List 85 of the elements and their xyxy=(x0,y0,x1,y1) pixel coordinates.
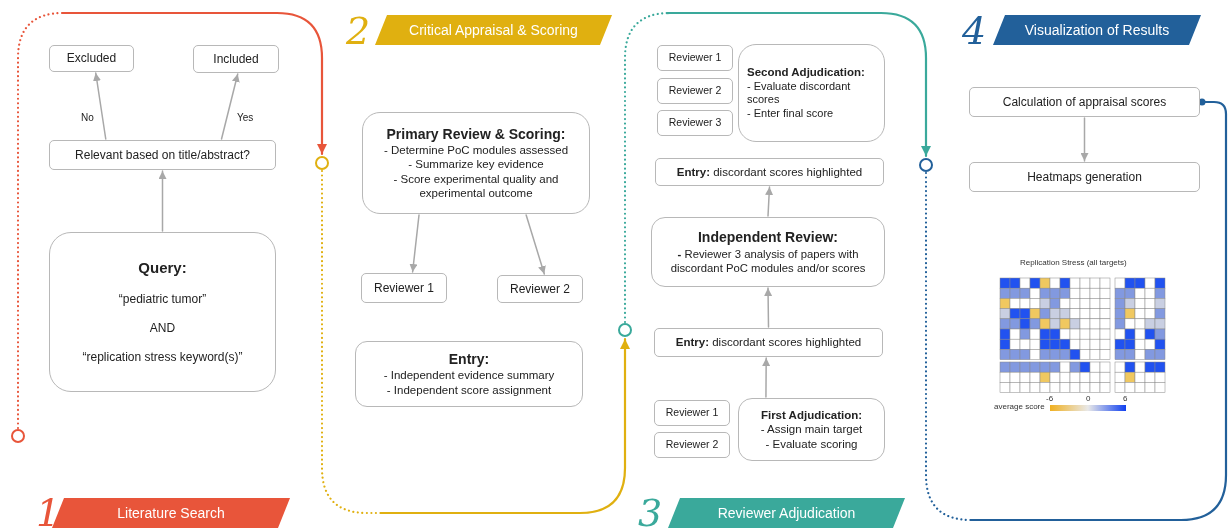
ring-marker xyxy=(919,158,933,172)
box-text: “replication stress keyword(s)” xyxy=(82,349,243,365)
arrow xyxy=(409,214,420,273)
box-text: “pediatric tumor” xyxy=(118,291,207,307)
box-label: Reviewer 2 xyxy=(668,84,722,98)
arrow xyxy=(93,72,107,140)
process-box xyxy=(193,45,279,73)
process-box xyxy=(655,158,884,186)
process-box xyxy=(651,217,885,287)
edge-label: Yes xyxy=(236,112,255,123)
ring-marker xyxy=(618,323,632,337)
box-label: Reviewer 1 xyxy=(374,280,434,296)
flow-connector xyxy=(924,98,1228,522)
box-label: Reviewer 2 xyxy=(510,281,570,297)
box-label: Relevant based on title/abstract? xyxy=(75,147,250,163)
arrow xyxy=(220,73,240,140)
ring-marker xyxy=(11,429,25,443)
tick-label: 6 xyxy=(1123,394,1128,403)
flow-connector xyxy=(320,169,630,515)
box-label: Included xyxy=(213,51,259,67)
arrow xyxy=(1080,117,1089,162)
box-text: - Assign main target xyxy=(760,422,863,437)
banner-title: Literature Search xyxy=(117,505,225,521)
banner-title: Reviewer Adjudication xyxy=(717,505,856,521)
box-text: - Independent score assignment xyxy=(386,382,552,398)
box-label: Entry: discordant scores highlighted xyxy=(676,164,863,180)
process-box xyxy=(355,341,583,407)
process-box xyxy=(49,140,276,170)
process-box xyxy=(362,112,590,214)
banner-title: Critical Appraisal & Scoring xyxy=(409,22,578,38)
box-text: - Summarize key evidence xyxy=(408,157,544,172)
box-text: - Evaluate scoring xyxy=(765,436,858,452)
banner-title: Visualization of Results xyxy=(1024,22,1170,38)
colorbar-label: average score xyxy=(994,402,1045,411)
box-heading: First Adjudication: xyxy=(760,407,863,423)
ring-marker xyxy=(315,156,329,170)
arrow xyxy=(158,170,167,232)
chart-title: Replication Stress (all targets) xyxy=(1020,258,1127,267)
flow-connector xyxy=(16,11,327,430)
tick-label: -6 xyxy=(1046,394,1054,403)
process-box xyxy=(361,273,447,303)
arrow xyxy=(764,287,773,328)
process-box xyxy=(654,400,730,426)
tick-label: 0 xyxy=(1086,394,1091,403)
box-label: Reviewer 1 xyxy=(665,406,719,420)
arrow xyxy=(765,186,774,217)
box-label: Excluded xyxy=(66,51,117,66)
process-box xyxy=(657,110,733,136)
box-label: Heatmaps generation xyxy=(1027,169,1142,185)
arrow xyxy=(762,357,771,398)
box-text: - Independent evidence summary xyxy=(383,368,555,383)
process-box xyxy=(654,328,883,357)
process-box xyxy=(654,432,730,458)
box-label: Reviewer 1 xyxy=(668,51,722,65)
process-box xyxy=(738,398,885,461)
step-number: 4 xyxy=(962,12,987,50)
process-box xyxy=(657,78,733,104)
process-box xyxy=(49,45,134,72)
process-box xyxy=(49,232,276,392)
process-box xyxy=(969,162,1200,192)
box-label: Reviewer 3 xyxy=(668,116,722,130)
box-heading: Primary Review & Scoring: xyxy=(386,125,566,143)
step-number: 3 xyxy=(638,494,663,529)
box-label: Reviewer 2 xyxy=(665,438,719,452)
box-heading: Entry: xyxy=(448,350,490,369)
process-box xyxy=(657,45,733,71)
box-text: AND xyxy=(149,320,176,336)
box-label: Calculation of appraisal scores xyxy=(1002,94,1167,110)
box-text: - Reviewer 3 analysis of papers with discordant PoC modules and/or scores xyxy=(669,246,867,275)
process-box xyxy=(969,87,1200,117)
edge-label: No xyxy=(80,112,95,123)
process-box xyxy=(497,275,583,303)
flow-connector xyxy=(623,11,931,324)
box-heading: Independent Review: xyxy=(698,229,838,247)
step-number: 1 xyxy=(36,494,61,529)
box-text: - Enter final score xyxy=(747,107,834,121)
box-label: Entry: discordant scores highlighted xyxy=(675,335,862,350)
box-text: - Evaluate discordant scores xyxy=(747,79,852,108)
arrow xyxy=(525,214,546,275)
process-box xyxy=(738,44,885,142)
step-number: 2 xyxy=(346,12,371,50)
box-heading: Query: xyxy=(138,259,187,278)
box-heading: Second Adjudication: xyxy=(747,65,865,80)
box-text: - Determine PoC modules assessed xyxy=(383,143,569,158)
box-text: - Score experimental quality and experimental outcome xyxy=(392,171,560,201)
